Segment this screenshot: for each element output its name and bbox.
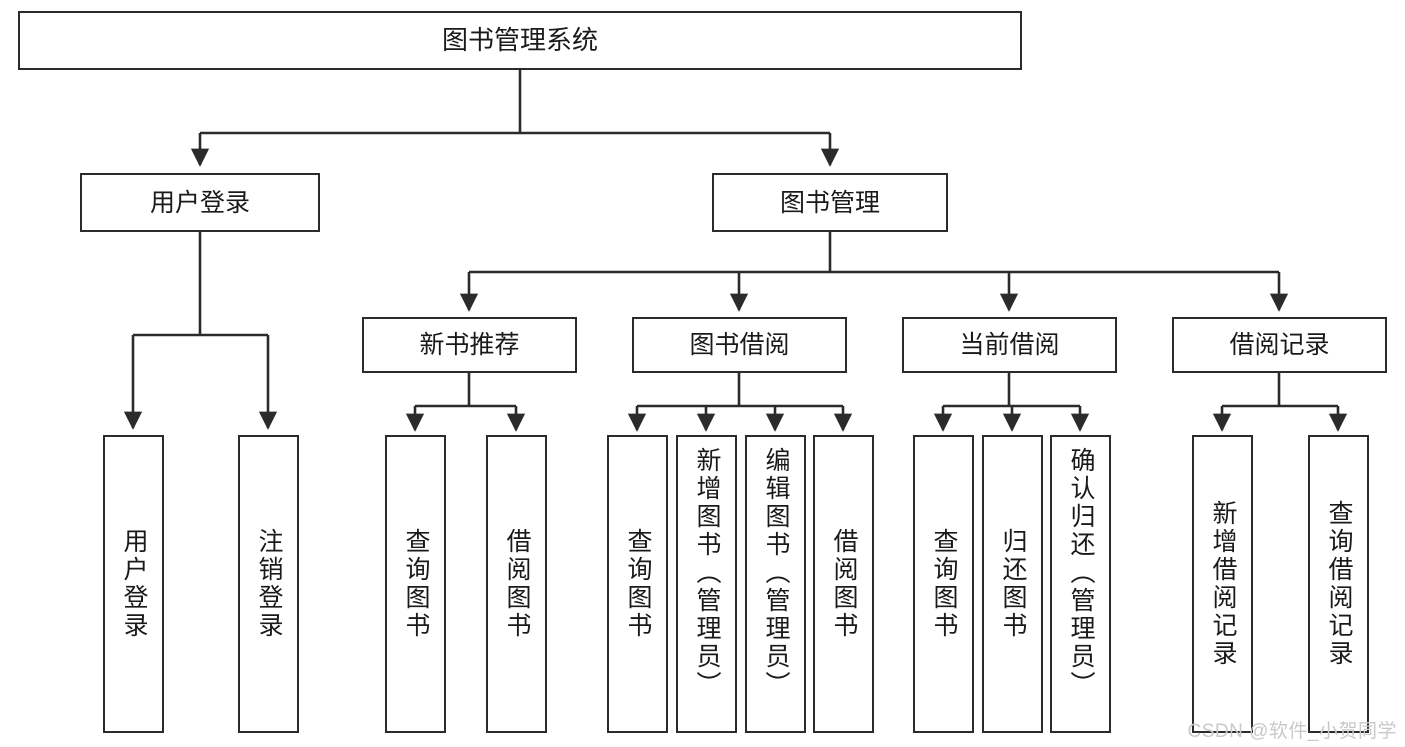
node-current-borrow[interactable]: 当前借阅: [902, 317, 1117, 373]
leaf-query-borrow-record[interactable]: 查询借阅记录: [1308, 435, 1369, 733]
csdn-watermark: CSDN @软件_小贺同学: [1187, 721, 1397, 742]
node-new-book-recommend[interactable]: 新书推荐: [362, 317, 577, 373]
node-label: 用户登录: [120, 528, 148, 640]
node-label: 新书推荐: [419, 331, 520, 359]
node-label: 图书借阅: [689, 331, 790, 359]
leaf-edit-book-admin[interactable]: 编辑图书（管理员）: [745, 435, 806, 733]
leaf-confirm-return-admin[interactable]: 确认归还（管理员）: [1050, 435, 1111, 733]
node-label: 查询图书: [402, 528, 430, 640]
node-user-login[interactable]: 用户登录: [80, 173, 320, 232]
leaf-query-book-borrow[interactable]: 查询图书: [607, 435, 668, 733]
node-label: 注销登录: [255, 528, 283, 640]
leaf-query-book-current[interactable]: 查询图书: [913, 435, 974, 733]
node-label: 图书管理: [779, 188, 880, 217]
node-label: 查询图书: [930, 528, 958, 640]
node-label: 归还图书: [999, 528, 1027, 640]
leaf-borrow-book-new[interactable]: 借阅图书: [486, 435, 547, 733]
node-label: 查询图书: [624, 528, 652, 640]
node-borrow-record[interactable]: 借阅记录: [1172, 317, 1387, 373]
node-book-management[interactable]: 图书管理: [712, 173, 948, 232]
node-label: 查询借阅记录: [1325, 500, 1353, 668]
node-label: 当前借阅: [959, 331, 1060, 359]
leaf-add-borrow-record[interactable]: 新增借阅记录: [1192, 435, 1253, 733]
node-root-system[interactable]: 图书管理系统: [18, 11, 1022, 70]
leaf-user-logout[interactable]: 注销登录: [238, 435, 299, 733]
leaf-return-book[interactable]: 归还图书: [982, 435, 1043, 733]
node-book-borrow[interactable]: 图书借阅: [632, 317, 847, 373]
leaf-user-login[interactable]: 用户登录: [103, 435, 164, 733]
node-label: 图书管理系统: [441, 24, 598, 55]
leaf-add-book-admin[interactable]: 新增图书（管理员）: [676, 435, 737, 733]
node-label: 借阅图书: [503, 528, 531, 640]
node-label: 编辑图书（管理员）: [762, 447, 790, 699]
node-label: 确认归还（管理员）: [1067, 447, 1095, 699]
leaf-borrow-book[interactable]: 借阅图书: [813, 435, 874, 733]
node-label: 新增借阅记录: [1209, 500, 1237, 668]
node-label: 用户登录: [149, 188, 250, 217]
node-label: 新增图书（管理员）: [693, 447, 721, 699]
node-label: 借阅图书: [830, 528, 858, 640]
leaf-query-book-new[interactable]: 查询图书: [385, 435, 446, 733]
node-label: 借阅记录: [1229, 331, 1330, 359]
